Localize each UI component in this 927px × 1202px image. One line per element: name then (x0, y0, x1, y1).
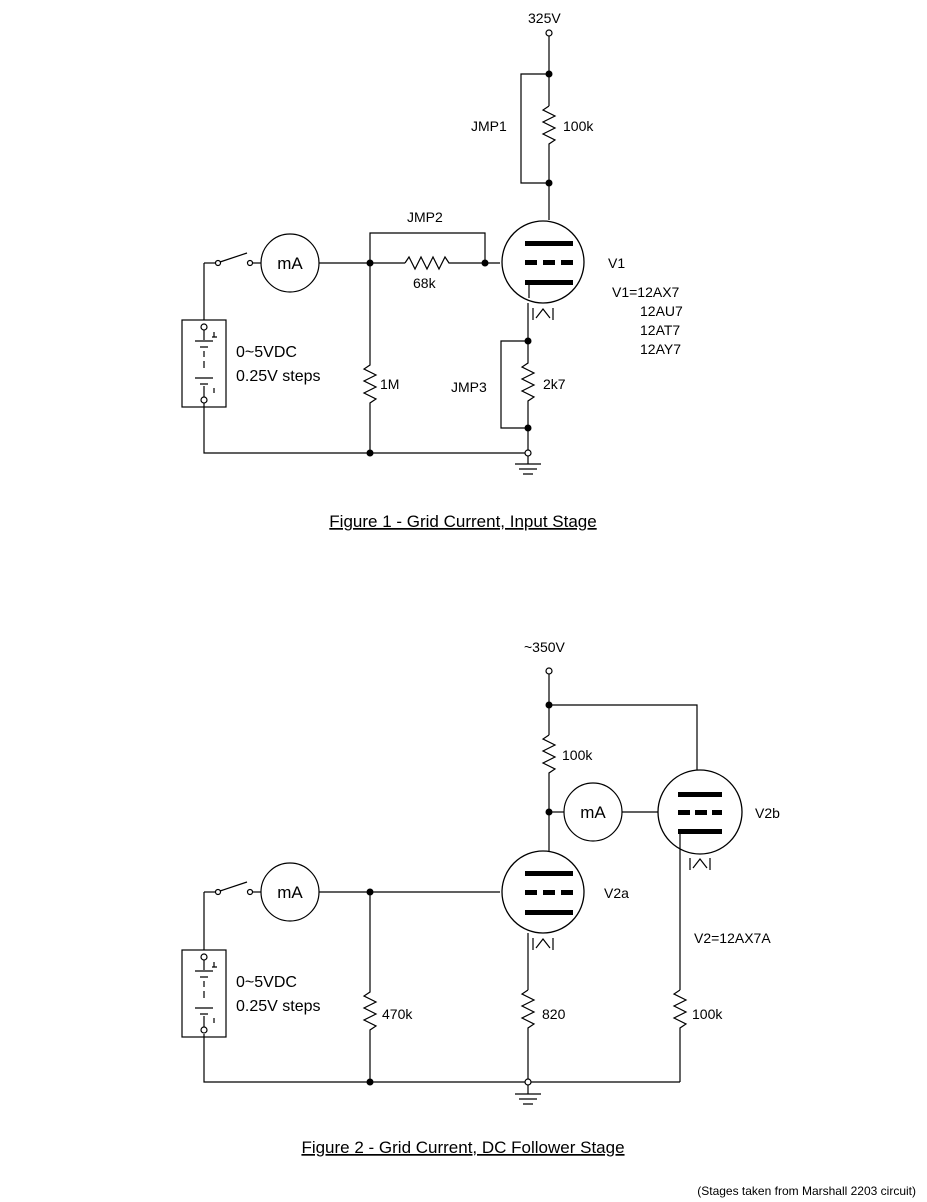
fig1-battery-symbol (195, 330, 217, 397)
tube-cathode (525, 280, 573, 285)
fig1-tube-type: 12AY7 (640, 341, 681, 357)
fig2-tube-b-label: V2b (755, 805, 780, 821)
tube-plate (678, 792, 722, 797)
fig1-tube-label: V1 (608, 255, 625, 271)
fig2-battery-symbol (195, 960, 217, 1027)
fig2-grid-leak-label: 470k (382, 1006, 413, 1022)
fig2-plate-meter-label: mA (580, 803, 606, 822)
fig1-switch-contact (214, 259, 222, 267)
fig2-supply-terminal (545, 667, 553, 675)
fig1-tube-type: V1=12AX7 (612, 284, 680, 300)
fig2-tube-type: V2=12AX7A (694, 930, 771, 946)
fig1-jmp1-wire (520, 73, 549, 184)
fig2-supply-to-v2b (549, 704, 698, 771)
fig1-node (545, 179, 553, 187)
fig1-source-steps: 0.25V steps (236, 368, 321, 385)
footnote: (Stages taken from Marshall 2203 circuit… (697, 1184, 916, 1198)
fig1-source-terminal (200, 396, 208, 404)
fig1-tube-type: 12AU7 (640, 303, 683, 319)
tube-grid (695, 810, 707, 815)
fig1-jmp3-label: JMP3 (451, 379, 487, 395)
fig1-source-range: 0~5VDC (236, 344, 297, 361)
fig1-jmp2-wire (369, 232, 486, 263)
fig1-caption: Figure 1 - Grid Current, Input Stage (329, 512, 596, 531)
fig1-source-terminal (200, 323, 208, 331)
tube-heater (689, 858, 711, 870)
tube-cathode (678, 829, 722, 834)
fig1-plate-resistor (541, 105, 557, 220)
fig2-source-terminal (200, 1026, 208, 1034)
figure-1: 325V 100k JMP1 V1 V1=12AX7 12AU7 12AT7 1… (181, 10, 683, 531)
fig1-grid-meter-label: mA (277, 254, 303, 273)
fig2-node (366, 1078, 374, 1086)
fig2-switch-blade (219, 881, 248, 892)
fig1-node (481, 259, 489, 267)
tube-grid (525, 260, 537, 265)
fig2-tube-v2b (657, 769, 743, 870)
fig2-source-terminal (200, 953, 208, 961)
fig1-node (524, 337, 532, 345)
fig1-node (545, 70, 553, 78)
tube-grid (712, 810, 722, 815)
fig2-node (545, 701, 553, 709)
fig1-jmp1-label: JMP1 (471, 118, 507, 134)
tube-heater (528, 285, 554, 320)
fig2-v2b-cathode-resistor (672, 989, 688, 1082)
fig2-supply-label: ~350V (524, 639, 566, 655)
tube-grid (543, 890, 555, 895)
tube-grid (561, 260, 573, 265)
fig1-supply-terminal (545, 29, 553, 37)
fig2-ground-icon (515, 1085, 541, 1105)
fig2-grid-meter-label: mA (277, 883, 303, 902)
fig2-source-range: 0~5VDC (236, 974, 297, 991)
fig1-node (524, 424, 532, 432)
tube-cathode (525, 910, 573, 915)
fig1-ground-icon (515, 456, 541, 475)
fig1-grid-leak-label: 1M (380, 376, 399, 392)
fig1-tube-v1 (501, 220, 585, 320)
fig2-ground-wire (203, 1034, 680, 1083)
tube-plate (525, 871, 573, 876)
fig2-switch-contact (246, 888, 254, 896)
fig1-grid-resistor (404, 255, 500, 271)
fig1-jmp2-label: JMP2 (407, 209, 443, 225)
fig1-cathode-resistor (520, 341, 536, 453)
fig1-supply-label: 325V (528, 10, 561, 26)
fig2-tube-v2a (501, 850, 585, 950)
fig2-v2a-cathode-label: 820 (542, 1006, 566, 1022)
fig1-ground-wire (203, 403, 528, 454)
figure-2: ~350V 100k mA V2b 100k V2=12AX7A (181, 639, 780, 1157)
fig1-grid-resistor-label: 68k (413, 275, 437, 291)
fig1-tube-type: 12AT7 (640, 322, 680, 338)
fig2-tube-a-label: V2a (604, 885, 629, 901)
tube-grid (561, 890, 573, 895)
tube-plate (525, 241, 573, 246)
tube-grid (678, 810, 690, 815)
fig1-ground-terminal (524, 449, 532, 457)
fig1-switch-blade (219, 252, 248, 263)
fig2-switch-contact (214, 888, 222, 896)
fig2-caption: Figure 2 - Grid Current, DC Follower Sta… (301, 1138, 624, 1157)
fig1-node (366, 449, 374, 457)
fig2-plate-resistor-label: 100k (562, 747, 593, 763)
tube-heater (532, 938, 554, 950)
fig1-switch-contact (246, 259, 254, 267)
fig2-grid-leak-resistor (362, 892, 378, 1082)
fig1-jmp3-wire (500, 340, 528, 429)
tube-grid (543, 260, 555, 265)
fig2-v2a-cathode-resistor (520, 989, 536, 1082)
fig1-grid-leak-resistor (362, 263, 378, 453)
fig2-source-steps: 0.25V steps (236, 998, 321, 1015)
tube-grid (525, 890, 537, 895)
fig2-ground-terminal (524, 1078, 532, 1086)
fig1-cathode-resistor-label: 2k7 (543, 376, 566, 392)
fig2-plate-resistor (541, 734, 557, 852)
fig2-v2b-cathode-label: 100k (692, 1006, 723, 1022)
fig1-plate-resistor-label: 100k (563, 118, 594, 134)
